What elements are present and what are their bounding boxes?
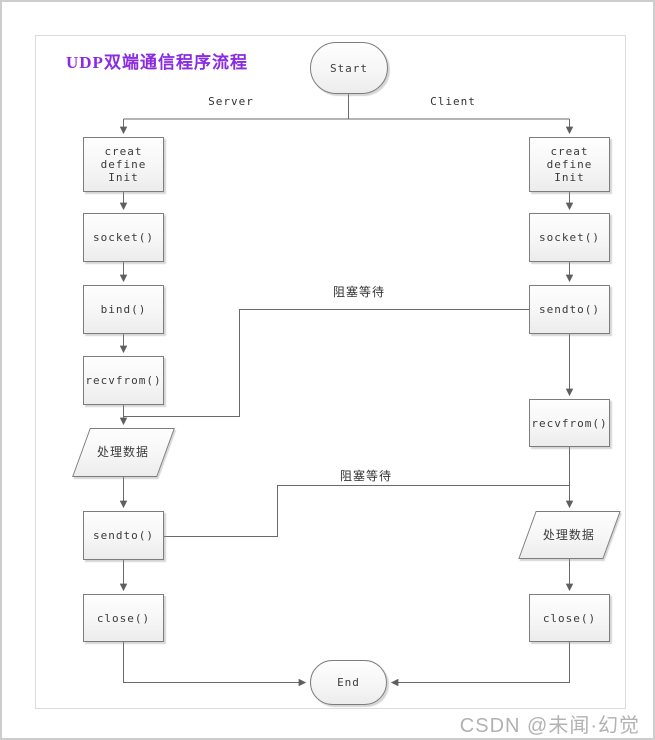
- flow-node-server-init-label: creat define Init: [100, 145, 147, 184]
- flow-node-client-close-label: close(): [542, 611, 597, 625]
- flow-node-server-init: creat define Init: [83, 137, 164, 192]
- flow-node-client-close: close(): [529, 594, 610, 642]
- flow-node-server-recvfrom: recvfrom(): [83, 356, 164, 405]
- csdn-watermark: CSDN @未闻·幻觉: [459, 715, 640, 737]
- flow-node-client-recvfrom: recvfrom(): [529, 399, 610, 447]
- flow-node-client-recvfrom-label: recvfrom(): [531, 416, 608, 430]
- flow-node-server-close-label: close(): [96, 611, 151, 625]
- flow-node-client-socket-label: socket(): [539, 231, 600, 244]
- flow-node-client-sendto-label: sendto(): [539, 303, 600, 316]
- flow-node-server-sendto-label: sendto(): [93, 529, 154, 542]
- flow-node-client-socket: socket(): [529, 213, 610, 262]
- edge-label-blocking-wait-bottom: 阻塞等待: [336, 467, 396, 484]
- flow-node-client-init-label: creat define Init: [546, 145, 593, 184]
- flow-node-server-process: 处理数据: [72, 428, 175, 477]
- branch-label-client: Client: [427, 95, 479, 108]
- branch-label-server: Server: [205, 95, 257, 108]
- flow-node-server-socket-label: socket(): [93, 231, 154, 244]
- diagram-title: UDP双端通信程序流程: [66, 53, 248, 72]
- edge-label-blocking-wait-top: 阻塞等待: [329, 283, 389, 300]
- flow-node-server-process-label: 处理数据: [97, 445, 150, 459]
- flow-node-client-init: creat define Init: [529, 137, 610, 192]
- flow-node-server-recvfrom-label: recvfrom(): [85, 374, 162, 387]
- flow-node-client-process: 处理数据: [518, 511, 621, 559]
- flow-node-client-sendto: sendto(): [529, 285, 610, 334]
- flow-node-server-close: close(): [83, 594, 164, 642]
- flow-node-end-label: End: [337, 676, 360, 689]
- flow-node-server-sendto: sendto(): [83, 511, 164, 560]
- flow-node-start: Start: [310, 42, 388, 94]
- flow-node-server-socket: socket(): [83, 213, 164, 262]
- flow-node-server-bind-label: bind(): [100, 303, 147, 316]
- flow-node-client-process-label: 处理数据: [543, 527, 596, 542]
- flow-node-server-bind: bind(): [83, 285, 164, 334]
- flow-node-start-label: Start: [329, 61, 369, 75]
- flow-node-end: End: [310, 660, 387, 705]
